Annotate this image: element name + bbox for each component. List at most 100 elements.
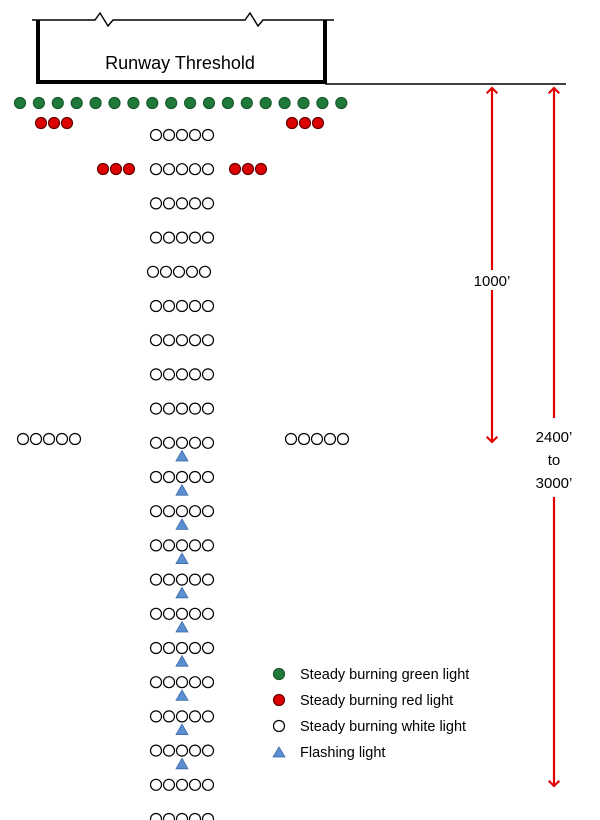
crossbar-white-light [68,432,82,446]
threshold-green-light [240,96,253,110]
centerline-white-light [175,744,189,757]
centerline-white-light [149,163,163,176]
centerline-white-light [175,607,189,620]
flashing-light [175,620,189,633]
centerline-white-light [201,299,215,313]
centerline-white-light [188,197,202,210]
centerline-white-light [162,505,176,518]
centerline-white-light [162,231,176,244]
legend-item-red: Steady burning red light [272,693,453,709]
flashing-light [175,689,189,701]
legend: Steady burning green light Steady burnin… [272,667,469,761]
centerline-white-light [188,470,202,484]
centerline-white-light [149,128,163,142]
centerline-white-light [201,163,215,176]
centerline-white-light [162,402,176,415]
red-light [122,162,136,176]
threshold-green-light [127,96,140,110]
crossbar-white-light [284,432,298,446]
centerline-white-light [162,436,176,449]
threshold-green-light [13,96,27,110]
runway-break-line [32,11,334,28]
crossbar-white-light [310,432,324,446]
centerline-white-light [175,573,189,586]
dimension-1000ft-label: 1000’ [474,273,511,290]
centerline-white-light [149,778,163,791]
centerline-white-light [185,265,199,278]
centerline-white-light [188,231,202,244]
threshold-green-light [51,96,64,110]
centerline-white-light [175,128,189,142]
centerline-white-light [149,676,163,689]
red-light [47,116,61,130]
crossbar-white-light [336,432,350,446]
centerline-white-light [201,539,215,552]
centerline-white-light [188,778,202,791]
centerline-white-light [175,231,189,244]
legend-label-white: Steady burning white light [300,719,466,735]
centerline-white-light [162,778,176,791]
centerline-white-light [162,676,176,689]
centerline-white-light [162,163,176,176]
dimension-2400-3000ft: 2400’ to 3000’ [536,86,572,788]
centerline-white-light [188,710,202,723]
centerline-white-light [201,676,215,689]
centerline-white-light [149,710,163,723]
red-light [254,162,268,176]
centerline-white-light [162,299,176,313]
crossbar-white-light [29,432,43,446]
flashing-light [175,586,189,599]
centerline-white-light [175,368,189,381]
centerline-white-light [172,265,186,278]
crossbar-white-light [323,432,337,446]
centerline-white-light [175,436,189,449]
centerline-white-light [149,231,163,244]
centerline-white-light [201,470,215,484]
centerline-white-light [159,265,173,278]
red-light [241,162,255,176]
centerline-white-light [188,505,202,518]
threshold-green-light [32,96,46,110]
threshold-green-light [278,96,291,110]
centerline-white-light [149,197,163,210]
centerline-white-light [149,607,163,620]
centerline-white-light [201,812,215,820]
red-light [285,116,299,130]
centerline-white-light [188,607,202,620]
red-light-icon [272,693,286,707]
centerline-white-light [162,368,176,381]
centerline-white-light [201,368,215,381]
centerline-white-light [188,573,202,586]
flashing-light-icon [272,746,286,758]
centerline-white-light [162,744,176,757]
centerline-white-light [149,812,163,820]
threshold-green-light [221,96,234,110]
centerline-white-light [198,265,212,278]
centerline-white-light [188,128,202,142]
centerline-white-light [149,299,163,313]
centerline-white-light [175,163,189,176]
centerline-white-light [149,573,163,586]
threshold-green-light [202,96,216,110]
dimension-long-label-2: to [548,452,561,469]
runway-threshold: Runway Threshold [32,11,334,84]
centerline-white-light [188,812,202,820]
centerline-white-light [175,710,189,723]
flashing-light [175,723,189,735]
flashing-light [175,449,189,462]
centerline-white-light [201,744,215,757]
centerline-white-light [162,334,176,347]
flashing-light [175,518,189,530]
centerline-white-light [201,573,215,586]
threshold-green-light [70,96,83,110]
centerline-white-light [188,676,202,689]
red-light [228,162,242,176]
centerline-white-light [162,641,176,655]
centerline-white-light [162,710,176,723]
centerline-white-light [188,163,202,176]
red-light [109,162,123,176]
crossbar-white-light [16,432,30,446]
centerline-white-light [175,676,189,689]
centerline-white-light [149,436,163,449]
centerline-white-light [188,334,202,347]
